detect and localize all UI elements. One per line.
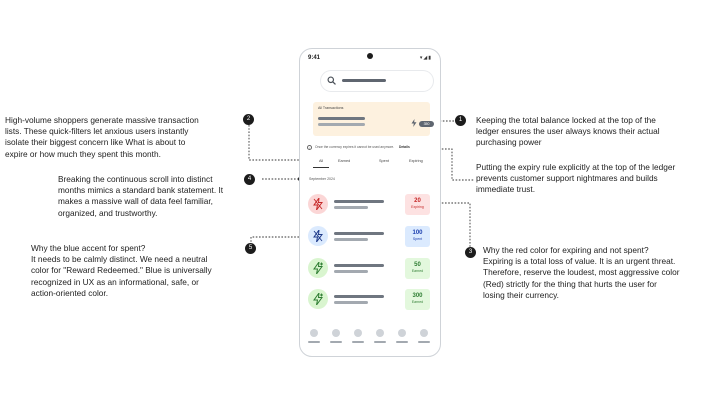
annotation-text-3: Why the red color for expiring and not s… (483, 245, 680, 300)
bolt-off-icon (308, 226, 328, 246)
nav-item-1[interactable] (310, 329, 318, 337)
annotation-text-2: High-volume shoppers generate massive tr… (5, 115, 199, 159)
placeholder-bar (334, 200, 384, 203)
transaction-badge-spent: 100 Spent (405, 226, 430, 247)
nav-label-bar (374, 341, 386, 343)
placeholder-bar (334, 301, 368, 304)
status-time: 9:41 (308, 55, 321, 61)
nav-item-6[interactable] (420, 329, 428, 337)
placeholder-bar (334, 232, 384, 235)
placeholder-bar (318, 117, 365, 120)
info-icon: i (307, 145, 312, 150)
transaction-badge-earned: 50 Earned (405, 258, 430, 279)
bolt-off-icon (308, 194, 328, 214)
placeholder-bar (334, 270, 368, 273)
annotation-text-1: Keeping the total balance locked at the … (476, 115, 660, 148)
tab-spent[interactable]: Spent (379, 159, 389, 163)
connector-3 (429, 202, 471, 251)
connector-2 (248, 125, 313, 161)
expiry-rule-text: Once the currency expires it cannot be u… (315, 145, 395, 149)
status-icons: ▾◢▮ (419, 55, 432, 61)
transaction-badge-expiring: 20 Expiring (405, 194, 430, 215)
search-bar[interactable] (321, 71, 433, 91)
month-header: September 2024 (309, 177, 335, 181)
annotation-marker-3: 3 (465, 247, 476, 258)
balance-card: All Transactions 350 (313, 102, 434, 136)
nav-item-4[interactable] (376, 329, 384, 337)
bolt-plus-icon (308, 289, 328, 309)
nav-label-bar (352, 341, 364, 343)
tab-all[interactable]: All (319, 159, 324, 163)
annotation-marker-4: 4 (244, 174, 255, 185)
nav-item-5[interactable] (398, 329, 406, 337)
balance-card-title: All Transactions (318, 106, 344, 110)
tab-expiring[interactable]: Expiring (409, 159, 423, 163)
camera-dot (367, 53, 373, 59)
nav-label-bar (396, 341, 408, 343)
placeholder-bar (318, 123, 365, 126)
transaction-badge-earned: 300 Earned (405, 289, 430, 310)
annotation-marker-2: 2 (243, 114, 254, 125)
nav-label-bar (418, 341, 430, 343)
connector-expiry (429, 148, 474, 181)
search-icon (327, 76, 336, 85)
nav-item-3[interactable] (354, 329, 362, 337)
annotation-marker-1: 1 (455, 115, 466, 126)
annotation-text-expiry: Putting the expiry rule explicitly at th… (476, 162, 676, 195)
expiry-details-link[interactable]: Details (399, 145, 410, 149)
placeholder-bar (334, 238, 368, 241)
bolt-icon (411, 119, 417, 127)
placeholder-bar (334, 295, 384, 298)
annotation-marker-5: 5 (245, 243, 256, 254)
nav-item-2[interactable] (332, 329, 340, 337)
connector-5 (250, 236, 304, 245)
balance-value-pill: 350 (419, 121, 434, 127)
phone-mockup: 9:41 ▾◢▮ All Transactions 350 i Once the… (299, 48, 441, 357)
placeholder-bar (334, 264, 384, 267)
tab-earned[interactable]: Earned (338, 159, 351, 163)
nav-label-bar (308, 341, 320, 343)
search-placeholder-bar (342, 79, 386, 82)
placeholder-bar (334, 206, 368, 209)
active-tab-indicator (313, 167, 329, 168)
bolt-plus-icon (308, 258, 328, 278)
annotation-text-5: Why the blue accent for spent? It needs … (31, 243, 212, 298)
nav-label-bar (330, 341, 342, 343)
annotation-text-4: Breaking the continuous scroll into dist… (58, 174, 224, 218)
